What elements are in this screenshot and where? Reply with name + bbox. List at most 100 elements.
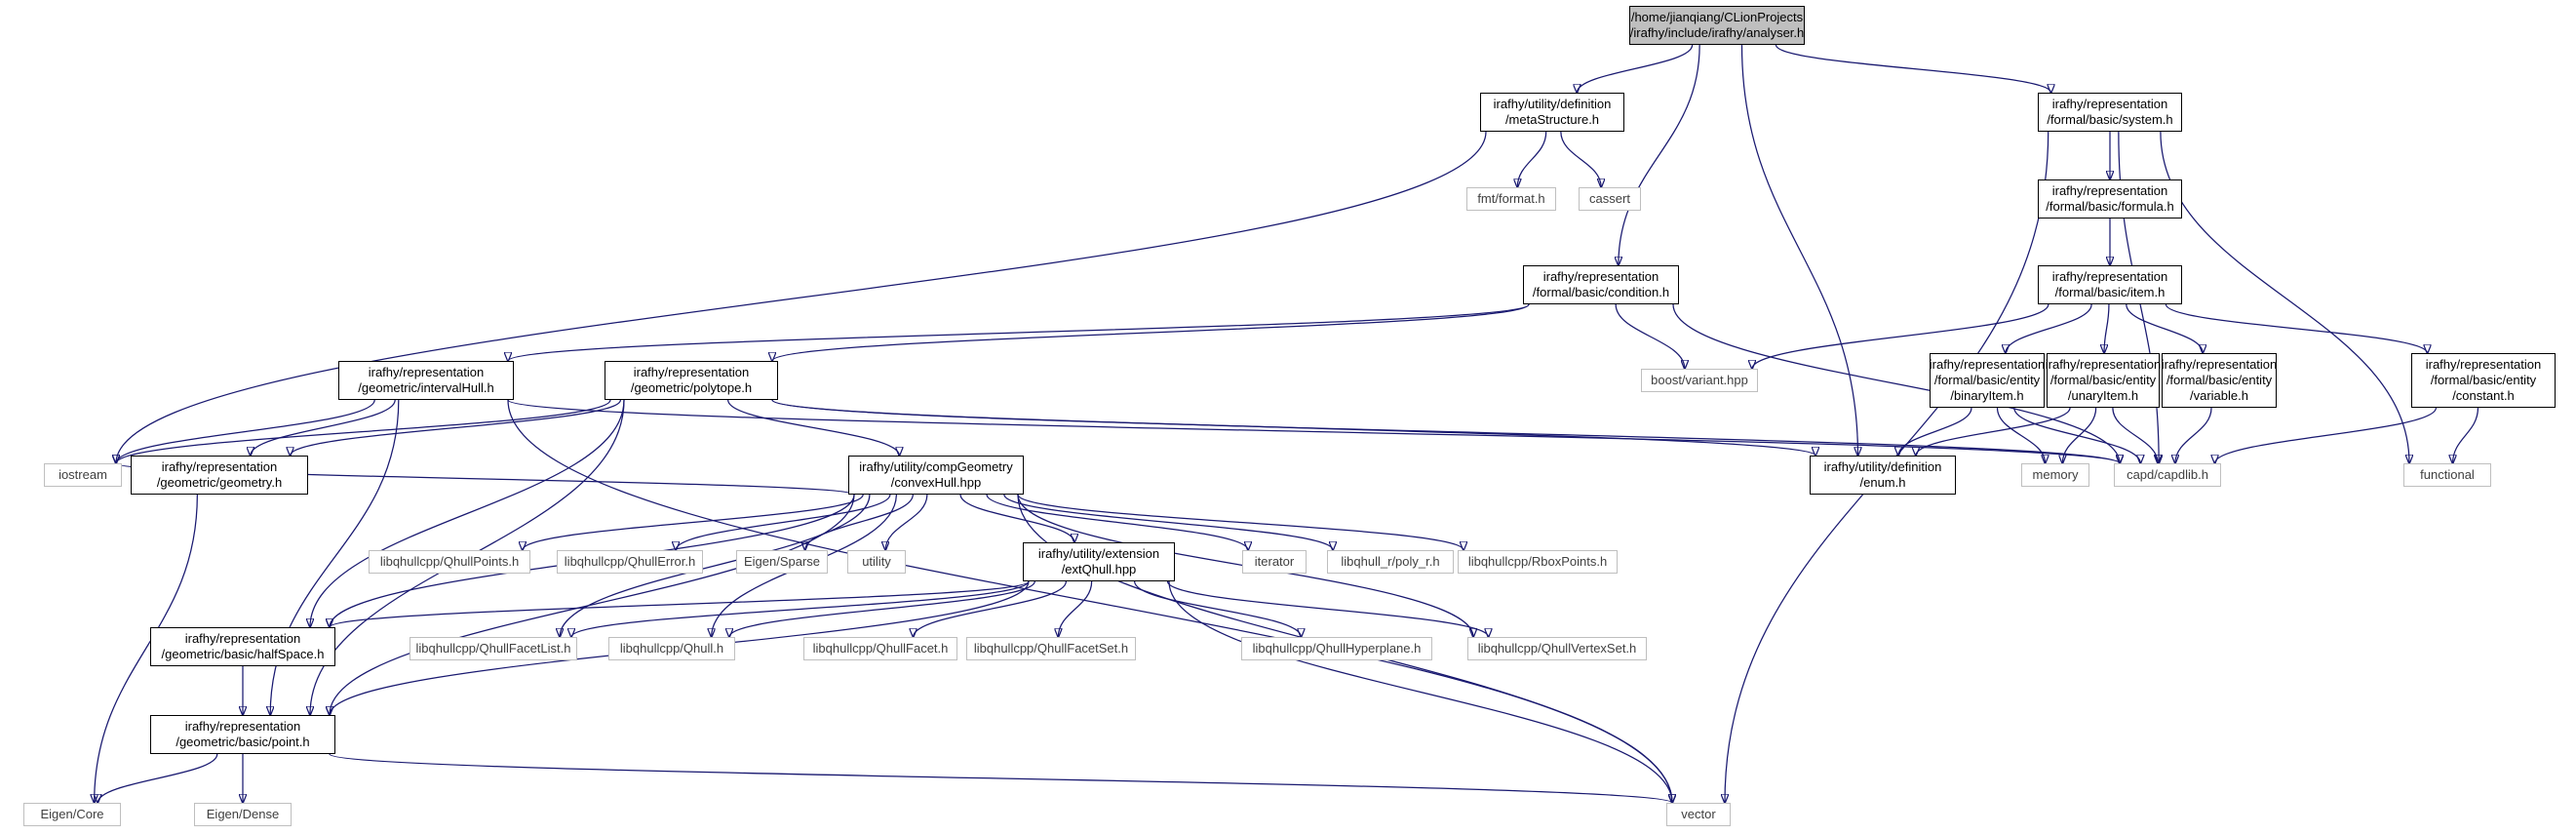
edge-metaStructure-to-fmtformat	[1517, 131, 1547, 187]
edge-polytope-to-halfSpace	[310, 399, 625, 627]
node-system[interactable]: irafhy/representation/formal/basic/syste…	[2038, 93, 2182, 132]
node-polyr: libqhull_r/poly_r.h	[1327, 550, 1454, 574]
node-convexHull[interactable]: irafhy/utility/compGeometry/convexHull.h…	[848, 456, 1024, 495]
node-QhullFacet: libqhullcpp/QhullFacet.h	[803, 637, 957, 660]
node-label-line: irafhy/representation	[633, 365, 750, 379]
node-label-line: utility	[862, 554, 891, 569]
edge-intervalHull-to-iostream	[116, 399, 375, 463]
node-label-line: irafhy/representation	[2051, 183, 2168, 198]
node-EigenDense: Eigen/Dense	[194, 803, 292, 826]
node-constant[interactable]: irafhy/representation/formal/basic/entit…	[2411, 353, 2556, 408]
edge-extQhull-to-QhullVertexSet	[1166, 580, 1489, 637]
node-metaStructure[interactable]: irafhy/utility/definition/metaStructure.…	[1480, 93, 1624, 132]
edge-unaryItem-to-memory	[2062, 407, 2097, 463]
node-label-line: irafhy/representation	[1542, 269, 1659, 284]
node-intervalHull[interactable]: irafhy/representation/geometric/interval…	[338, 361, 514, 400]
edge-polytope-to-capdlib	[771, 399, 2120, 463]
node-label-line: cassert	[1589, 191, 1630, 206]
node-label-line: /unaryItem.h	[2067, 388, 2139, 403]
node-label-line: /formal/basic/condition.h	[1532, 285, 1670, 299]
node-label-line: irafhy/representation	[184, 631, 301, 646]
edge-polytope-to-convexHull	[727, 399, 900, 456]
node-label-line: libqhullcpp/QhullVertexSet.h	[1477, 641, 1637, 656]
node-label-line: /binaryItem.h	[1950, 388, 2024, 403]
node-label-line: /extQhull.hpp	[1061, 562, 1137, 577]
node-QhullVertexSet: libqhullcpp/QhullVertexSet.h	[1467, 637, 1647, 660]
edge-convexHull-to-extQhull	[959, 494, 1074, 542]
node-label-line: libqhullcpp/QhullFacet.h	[812, 641, 949, 656]
edge-constant-to-functional	[2453, 407, 2479, 463]
node-label-line: /variable.h	[2190, 388, 2248, 403]
node-variable[interactable]: irafhy/representation/formal/basic/entit…	[2162, 353, 2277, 408]
node-label-line: irafhy/representation	[161, 459, 278, 474]
edge-unaryItem-to-enumh	[1916, 407, 2071, 456]
edge-point-to-vector	[329, 753, 1672, 803]
edge-condition-to-capdlib	[1672, 303, 2120, 463]
node-enumh[interactable]: irafhy/utility/definition/enum.h	[1810, 456, 1956, 495]
edge-convexHull-to-QhullFacetList	[560, 494, 871, 637]
edge-convexHull-to-point	[330, 494, 855, 715]
node-label-line: irafhy/representation	[2161, 357, 2278, 372]
node-label-line: libqhull_r/poly_r.h	[1341, 554, 1440, 569]
node-unaryItem[interactable]: irafhy/representation/formal/basic/entit…	[2045, 353, 2162, 408]
edge-point-to-EigenCore	[98, 753, 218, 803]
node-label-line: /geometric/intervalHull.h	[358, 380, 494, 395]
node-geometry[interactable]: irafhy/representation/geometric/geometry…	[131, 456, 308, 495]
node-iterator: iterator	[1242, 550, 1307, 574]
node-Qhullh: libqhullcpp/Qhull.h	[608, 637, 735, 660]
node-QhullFacetSet: libqhullcpp/QhullFacetSet.h	[966, 637, 1136, 660]
node-analyser[interactable]: /home/jianqiang/CLionProjects/irafhy/inc…	[1629, 6, 1805, 45]
node-label-line: functional	[2420, 467, 2475, 482]
node-label-line: fmt/format.h	[1477, 191, 1545, 206]
node-label-line: irafhy/representation	[2051, 269, 2168, 284]
edge-item-to-constant	[2165, 303, 2427, 353]
node-label-line: irafhy/utility/definition	[1823, 459, 1942, 474]
node-capdlib: capd/capdlib.h	[2114, 463, 2221, 487]
node-condition[interactable]: irafhy/representation/formal/basic/condi…	[1523, 265, 1679, 304]
node-label-line: memory	[2032, 467, 2079, 482]
node-label-line: /geometric/basic/halfSpace.h	[161, 647, 325, 661]
edge-condition-to-polytope	[772, 303, 1530, 361]
edge-item-to-boostvariant	[1752, 303, 2049, 369]
edge-extQhull-to-halfSpace	[330, 580, 1030, 627]
node-label-line: irafhy/representation	[2045, 357, 2162, 372]
edge-intervalHull-to-geometry	[251, 399, 396, 456]
node-polytope[interactable]: irafhy/representation/geometric/polytope…	[605, 361, 778, 400]
node-halfSpace[interactable]: irafhy/representation/geometric/basic/ha…	[150, 627, 335, 666]
edge-analyser-to-metaStructure	[1577, 44, 1694, 93]
node-item[interactable]: irafhy/representation/formal/basic/item.…	[2038, 265, 2182, 304]
node-label-line: irafhy/representation	[2425, 357, 2542, 372]
node-boostvariant: boost/variant.hpp	[1641, 369, 1758, 392]
edge-extQhull-to-QhullFacetSet	[1058, 580, 1093, 637]
node-label-line: /geometric/polytope.h	[630, 380, 753, 395]
edge-convexHull-to-QhullPoints	[523, 494, 864, 550]
edge-metaStructure-to-cassert	[1560, 131, 1601, 187]
edge-extQhull-to-vector	[1168, 580, 1672, 803]
edge-geometry-to-EigenCore	[95, 494, 198, 803]
node-label-line: iterator	[1254, 554, 1295, 569]
node-formula[interactable]: irafhy/representation/formal/basic/formu…	[2038, 179, 2182, 219]
node-label-line: /geometric/geometry.h	[156, 475, 283, 490]
edge-binaryItem-to-capdlib	[2013, 407, 2141, 463]
edge-system-to-functional	[2160, 131, 2409, 463]
node-QhullError: libqhullcpp/QhullError.h	[557, 550, 703, 574]
node-label-line: /formal/basic/entity	[2430, 373, 2537, 387]
node-label-line: libqhullcpp/QhullPoints.h	[379, 554, 520, 569]
node-label-line: /formal/basic/entity	[2049, 373, 2157, 387]
node-label-line: vector	[1681, 807, 1716, 821]
edge-binaryItem-to-enumh	[1898, 407, 1972, 456]
node-label-line: irafhy/representation	[368, 365, 485, 379]
node-label-line: boost/variant.hpp	[1651, 373, 1748, 387]
edge-binaryItem-to-memory	[1996, 407, 2046, 463]
node-binaryItem[interactable]: irafhy/representation/formal/basic/entit…	[1930, 353, 2045, 408]
edge-item-to-unaryItem	[2104, 303, 2110, 353]
node-extQhull[interactable]: irafhy/utility/extension/extQhull.hpp	[1023, 542, 1175, 581]
node-label-line: Eigen/Sparse	[743, 554, 821, 569]
edge-extQhull-to-QhullFacet	[914, 580, 1068, 637]
node-label-line: /convexHull.hpp	[890, 475, 982, 490]
node-QhullPoints: libqhullcpp/QhullPoints.h	[369, 550, 530, 574]
edge-condition-to-boostvariant	[1615, 303, 1685, 369]
node-point[interactable]: irafhy/representation/geometric/basic/po…	[150, 715, 335, 754]
